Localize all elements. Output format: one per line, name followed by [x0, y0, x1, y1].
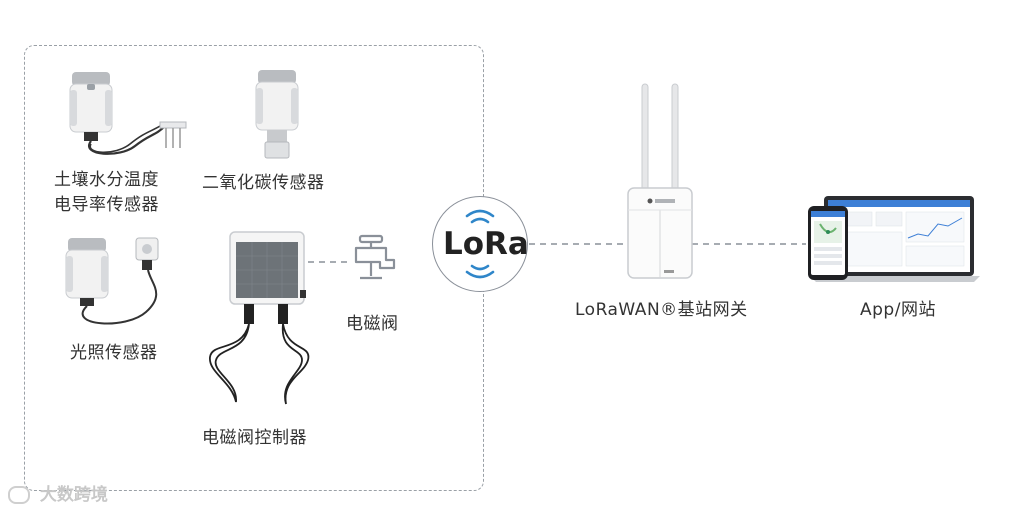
co2-sensor-icon [255, 70, 299, 159]
soil-sensor-label: 土壤水分温度 电导率传感器 [54, 168, 159, 218]
soil-sensor-label-line2: 电导率传感器 [54, 195, 159, 215]
solenoid-valve-controller-icon [209, 231, 310, 405]
laptop-phone-icon [808, 196, 980, 282]
gateway-label: LoRaWAN®基站网关 [575, 300, 748, 320]
watermark-logo-icon [8, 486, 30, 504]
soil-sensor-label-line1: 土壤水分温度 [54, 170, 159, 190]
lora-signal-icon [465, 209, 495, 279]
app-label: App/网站 [860, 300, 936, 320]
gateway-icon [627, 83, 693, 279]
valve-controller-label: 电磁阀控制器 [202, 428, 307, 448]
lora-label: LoRa [443, 226, 529, 262]
watermark: 大数跨境 [8, 480, 108, 505]
solenoid-valve-label: 电磁阀 [346, 314, 399, 334]
co2-sensor-label: 二氧化碳传感器 [202, 173, 325, 193]
light-sensor-icon [65, 237, 159, 325]
faucet-valve-icon [354, 234, 396, 280]
light-sensor-label: 光照传感器 [70, 343, 158, 363]
soil-moisture-sensor-icon [69, 72, 187, 155]
watermark-text: 大数跨境 [39, 485, 108, 505]
